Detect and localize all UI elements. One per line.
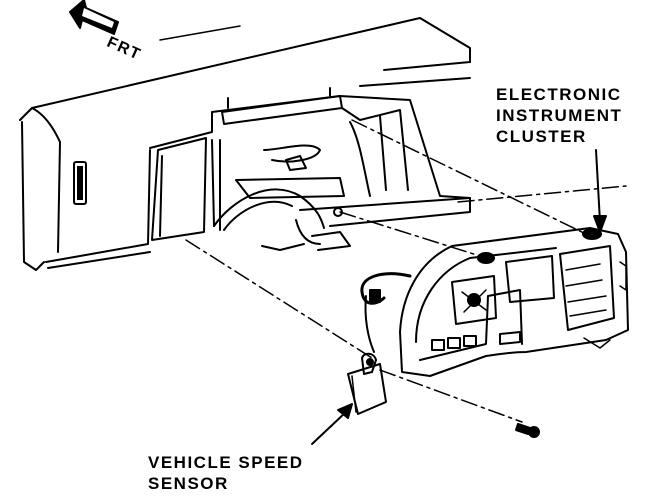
vehicle-speed-sensor-label: VEHICLE SPEED SENSOR bbox=[148, 452, 304, 494]
side-vent bbox=[73, 161, 87, 205]
label-line: VEHICLE SPEED bbox=[148, 453, 304, 472]
label-line: CLUSTER bbox=[496, 127, 587, 146]
label-line: INSTRUMENT bbox=[496, 106, 623, 125]
cluster-button bbox=[447, 337, 461, 349]
screw-icon bbox=[515, 423, 540, 438]
instrument-panel-body bbox=[19, 17, 471, 271]
vehicle-speed-sensor bbox=[347, 352, 387, 415]
electronic-instrument-cluster-label: ELECTRONIC INSTRUMENT CLUSTER bbox=[496, 84, 622, 147]
cluster-button bbox=[463, 335, 477, 347]
label-line: ELECTRONIC bbox=[496, 85, 622, 104]
sensor-callout-arrow bbox=[311, 403, 353, 445]
cluster-button bbox=[431, 339, 445, 351]
label-line: SENSOR bbox=[148, 474, 229, 493]
cluster-recess bbox=[149, 87, 471, 251]
cluster-callout-arrow bbox=[593, 149, 607, 233]
front-direction-arrow-icon bbox=[69, 0, 119, 35]
electronic-instrument-cluster bbox=[399, 227, 629, 377]
wiring-harness bbox=[360, 272, 412, 353]
